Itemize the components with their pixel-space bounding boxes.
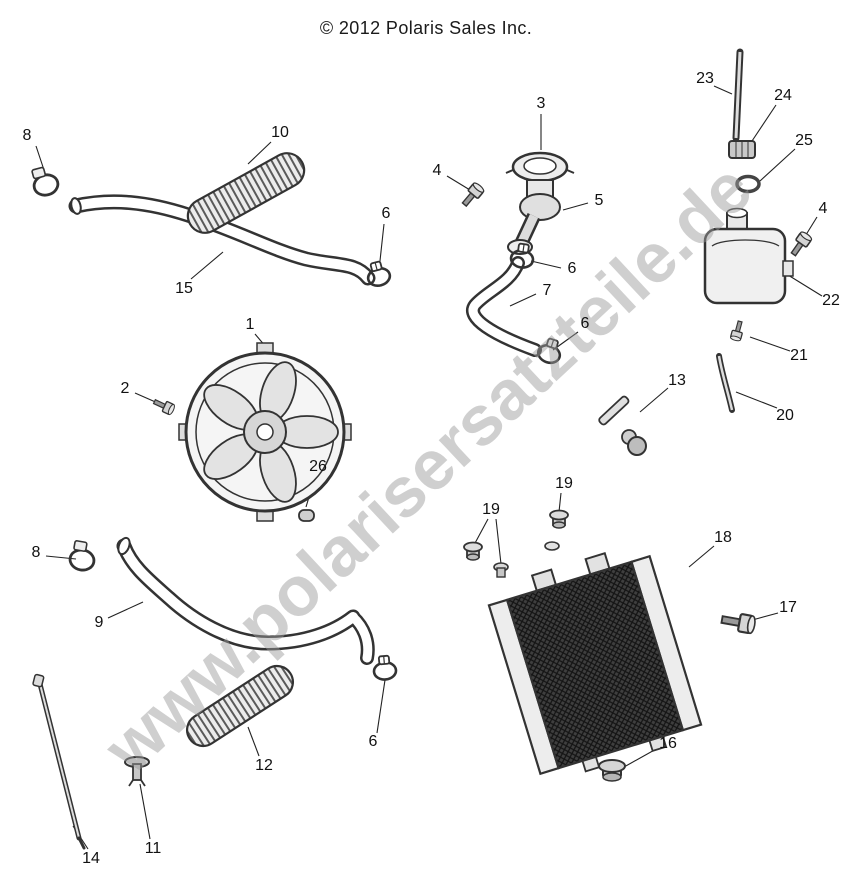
callout-15: 15 (175, 280, 193, 297)
bolt-4-b (787, 229, 814, 259)
callout-12: 12 (255, 757, 273, 774)
callout-24: 24 (774, 87, 792, 104)
corrugated-sleeve-upper (186, 152, 306, 234)
callout-9: 9 (94, 614, 104, 631)
rubber-plug (598, 759, 626, 782)
callout-19-b: 19 (482, 501, 500, 518)
callout-25: 25 (795, 132, 813, 149)
bottle-cap (728, 140, 756, 159)
thermostat-housing (507, 179, 561, 255)
callout-13: 13 (668, 372, 686, 389)
callout-22: 22 (822, 292, 840, 309)
callout-8-b: 8 (31, 544, 41, 561)
callout-26: 26 (309, 458, 327, 475)
callout-19-a: 19 (555, 475, 573, 492)
callout-4-a: 4 (432, 162, 442, 179)
washer-19-upper (544, 541, 560, 551)
bottle-fitting (729, 319, 746, 343)
callout-1: 1 (245, 316, 255, 333)
callout-14: 14 (82, 850, 100, 867)
long-rod (32, 673, 86, 850)
mount-19-upper (549, 509, 569, 529)
callout-16: 16 (659, 735, 677, 752)
radiator-bolt (719, 609, 758, 635)
radiator (487, 552, 703, 776)
leader-lines (35, 85, 823, 850)
callout-10: 10 (271, 124, 289, 141)
small-cap (298, 509, 315, 522)
callout-6-a: 6 (381, 205, 391, 222)
callout-6-c: 6 (580, 315, 590, 332)
thermostat-hose (466, 256, 542, 357)
callout-23: 23 (696, 70, 714, 87)
grommet-19-lower (493, 562, 509, 578)
callout-6-d: 6 (368, 733, 378, 750)
coolant-bottle (703, 207, 794, 305)
temp-sensor (598, 395, 647, 456)
callout-17: 17 (779, 599, 797, 616)
callout-7: 7 (542, 282, 552, 299)
callout-4-b: 4 (818, 200, 828, 217)
clamp-6-d (371, 653, 398, 682)
push-rivet (124, 756, 150, 787)
callout-18: 18 (714, 529, 732, 546)
hose-clamp-8-upper (28, 163, 62, 200)
copyright-text: © 2012 Polaris Sales Inc. (319, 18, 533, 38)
callout-20: 20 (776, 407, 794, 424)
hose-clamp-8-lower (67, 538, 99, 574)
fan-screw (151, 395, 177, 417)
callout-3: 3 (536, 95, 546, 112)
cooling-fan (178, 342, 352, 522)
mount-19-lower (463, 541, 483, 561)
callout-5: 5 (594, 192, 604, 209)
callout-2: 2 (120, 380, 130, 397)
callout-11: 11 (144, 840, 162, 857)
callout-6-b: 6 (567, 260, 577, 277)
callout-21: 21 (790, 347, 808, 364)
callout-8-a: 8 (22, 127, 32, 144)
upper-coolant-hose (68, 194, 376, 286)
overflow-tube (732, 48, 744, 142)
lower-coolant-hose (116, 536, 375, 665)
seal-ring (735, 174, 761, 194)
vent-tube (716, 353, 735, 413)
corrugated-sleeve-lower (185, 664, 295, 748)
pressure-cap (505, 151, 575, 183)
